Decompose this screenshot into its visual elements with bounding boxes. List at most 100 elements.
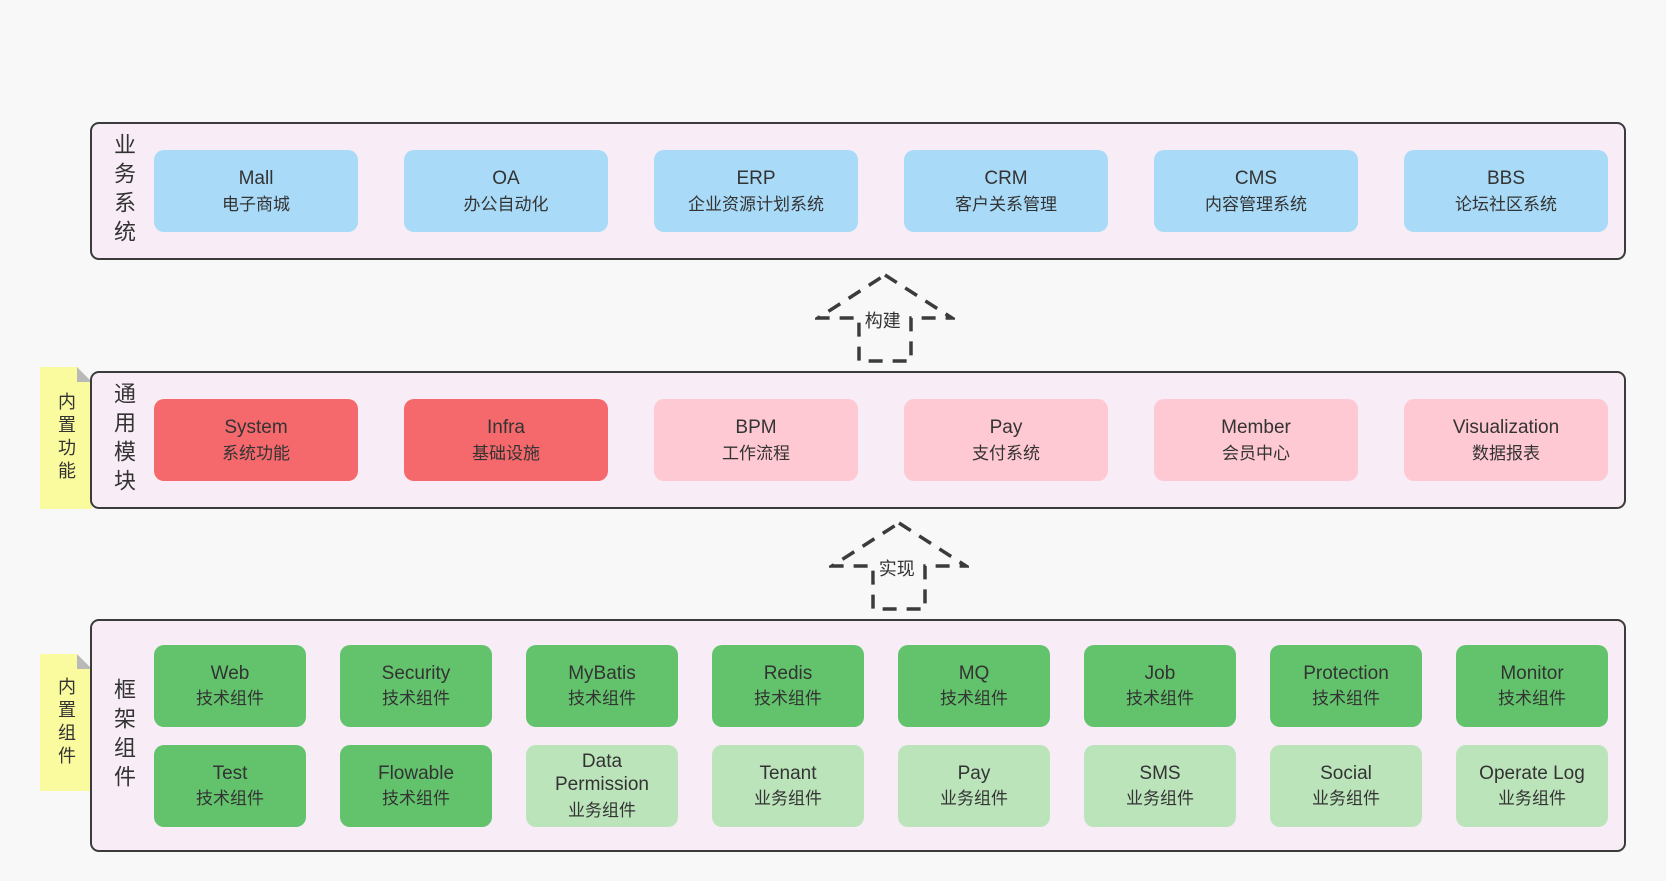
box-monitor: Monitor 技术组件: [1456, 644, 1608, 727]
box-subtitle: 会员中心: [1222, 443, 1290, 463]
dashed-up-arrow-icon: [815, 272, 955, 363]
box-title: Test: [212, 762, 248, 784]
band-label: 通用模块: [111, 382, 136, 498]
box-title: BBS: [1486, 168, 1526, 189]
box-subtitle: 技术组件: [382, 789, 450, 809]
box-web: Web 技术组件: [154, 644, 306, 727]
box-title: Redis: [763, 662, 813, 684]
box-title: CMS: [1234, 168, 1278, 189]
box-title: Security: [381, 662, 451, 684]
band-label: 业务系统: [111, 133, 136, 249]
box-title: MyBatis: [568, 662, 636, 684]
sticky-note-builtin-components: 内置组件: [40, 654, 92, 791]
box-subtitle: 基础设施: [472, 443, 540, 463]
box-subtitle: 业务组件: [1498, 789, 1566, 809]
box-title: ERP: [736, 168, 776, 189]
arrow-label: 实现: [874, 554, 919, 582]
band-content: System 系统功能 Infra 基础设施 BPM 工作流程 Pay 支付系统 Member 会…: [154, 373, 1624, 507]
box-title: Monitor: [1500, 662, 1564, 684]
box-crm: CRM 客户关系管理: [904, 150, 1108, 232]
box-subtitle: 客户关系管理: [955, 194, 1057, 214]
box-tenant: Tenant 业务组件: [712, 744, 864, 827]
box-subtitle: 技术组件: [196, 789, 264, 809]
box-title: Member: [1221, 417, 1291, 438]
box-subtitle: 技术组件: [940, 689, 1008, 709]
box-flowable: Flowable 技术组件: [340, 744, 492, 827]
dashed-up-arrow-icon: [829, 520, 969, 611]
band-common-modules: 通用模块 System 系统功能 Infra 基础设施 BPM 工作流程 Pay 支付系统 Me…: [90, 371, 1626, 509]
box-subtitle: 企业资源计划系统: [688, 194, 824, 214]
box-title: Operate Log: [1479, 762, 1585, 784]
box-subtitle: 业务组件: [940, 789, 1008, 809]
sticky-note-builtin-features: 内置功能: [40, 367, 92, 509]
box-job: Job 技术组件: [1084, 644, 1236, 727]
box-data-permission: Data Permission 业务组件: [526, 744, 678, 827]
box-title: BPM: [735, 417, 777, 438]
box-title: Infra: [486, 417, 526, 438]
box-test: Test 技术组件: [154, 744, 306, 827]
box-title: Protection: [1303, 662, 1389, 684]
box-title: Web: [210, 662, 250, 684]
box-oa: OA 办公自动化: [404, 150, 608, 232]
box-visualization: Visualization 数据报表: [1404, 399, 1608, 481]
box-title: CRM: [984, 168, 1028, 189]
box-subtitle: 系统功能: [222, 443, 290, 463]
box-subtitle: 数据报表: [1472, 443, 1540, 463]
box-title: MQ: [958, 662, 990, 684]
note-label: 内置组件: [56, 676, 76, 769]
box-mq: MQ 技术组件: [898, 644, 1050, 727]
box-bpm: BPM 工作流程: [654, 399, 858, 481]
box-title: Flowable: [377, 762, 455, 784]
box-subtitle: 业务组件: [1126, 789, 1194, 809]
box-subtitle: 业务组件: [568, 801, 636, 821]
box-title: OA: [492, 168, 520, 189]
box-protection: Protection 技术组件: [1270, 644, 1422, 727]
box-member: Member 会员中心: [1154, 399, 1358, 481]
box-title: Job: [1144, 662, 1176, 684]
box-subtitle: 技术组件: [568, 689, 636, 709]
box-subtitle: 支付系统: [972, 443, 1040, 463]
box-mybatis: MyBatis 技术组件: [526, 644, 678, 727]
box-title: Data Permission: [555, 750, 649, 796]
box-erp: ERP 企业资源计划系统: [654, 150, 858, 232]
box-subtitle: 办公自动化: [463, 194, 549, 214]
box-social: Social 业务组件: [1270, 744, 1422, 827]
box-subtitle: 电子商城: [222, 194, 290, 214]
box-subtitle: 业务组件: [1312, 789, 1380, 809]
box-subtitle: 工作流程: [722, 443, 790, 463]
box-subtitle: 论坛社区系统: [1455, 194, 1557, 214]
box-pay: Pay 支付系统: [904, 399, 1108, 481]
box-title: Visualization: [1452, 417, 1560, 438]
box-subtitle: 业务组件: [754, 789, 822, 809]
box-subtitle: 技术组件: [1312, 689, 1380, 709]
box-subtitle: 技术组件: [1126, 689, 1194, 709]
box-operate-log: Operate Log 业务组件: [1456, 744, 1608, 827]
box-title: Tenant: [759, 762, 817, 784]
band-label: 框架组件: [111, 677, 136, 794]
box-cms: CMS 内容管理系统: [1154, 150, 1358, 232]
box-system: System 系统功能: [154, 399, 358, 481]
build-arrow: 构建: [815, 272, 955, 364]
box-title: System: [224, 417, 288, 438]
box-title: Pay: [957, 762, 991, 784]
implement-arrow: 实现: [829, 520, 969, 612]
box-redis: Redis 技术组件: [712, 644, 864, 727]
box-subtitle: 技术组件: [1498, 689, 1566, 709]
box-title: SMS: [1139, 762, 1181, 784]
box-title: Social: [1320, 762, 1372, 784]
box-subtitle: 技术组件: [754, 689, 822, 709]
box-row: System 系统功能 Infra 基础设施 BPM 工作流程 Pay 支付系统 Member 会…: [154, 399, 1608, 481]
box-subtitle: 技术组件: [196, 689, 264, 709]
arrow-label: 构建: [860, 306, 905, 334]
box-infra: Infra 基础设施: [404, 399, 608, 481]
box-sms: SMS 业务组件: [1084, 744, 1236, 827]
box-title: Pay: [989, 417, 1023, 438]
box-subtitle: 内容管理系统: [1205, 194, 1307, 214]
